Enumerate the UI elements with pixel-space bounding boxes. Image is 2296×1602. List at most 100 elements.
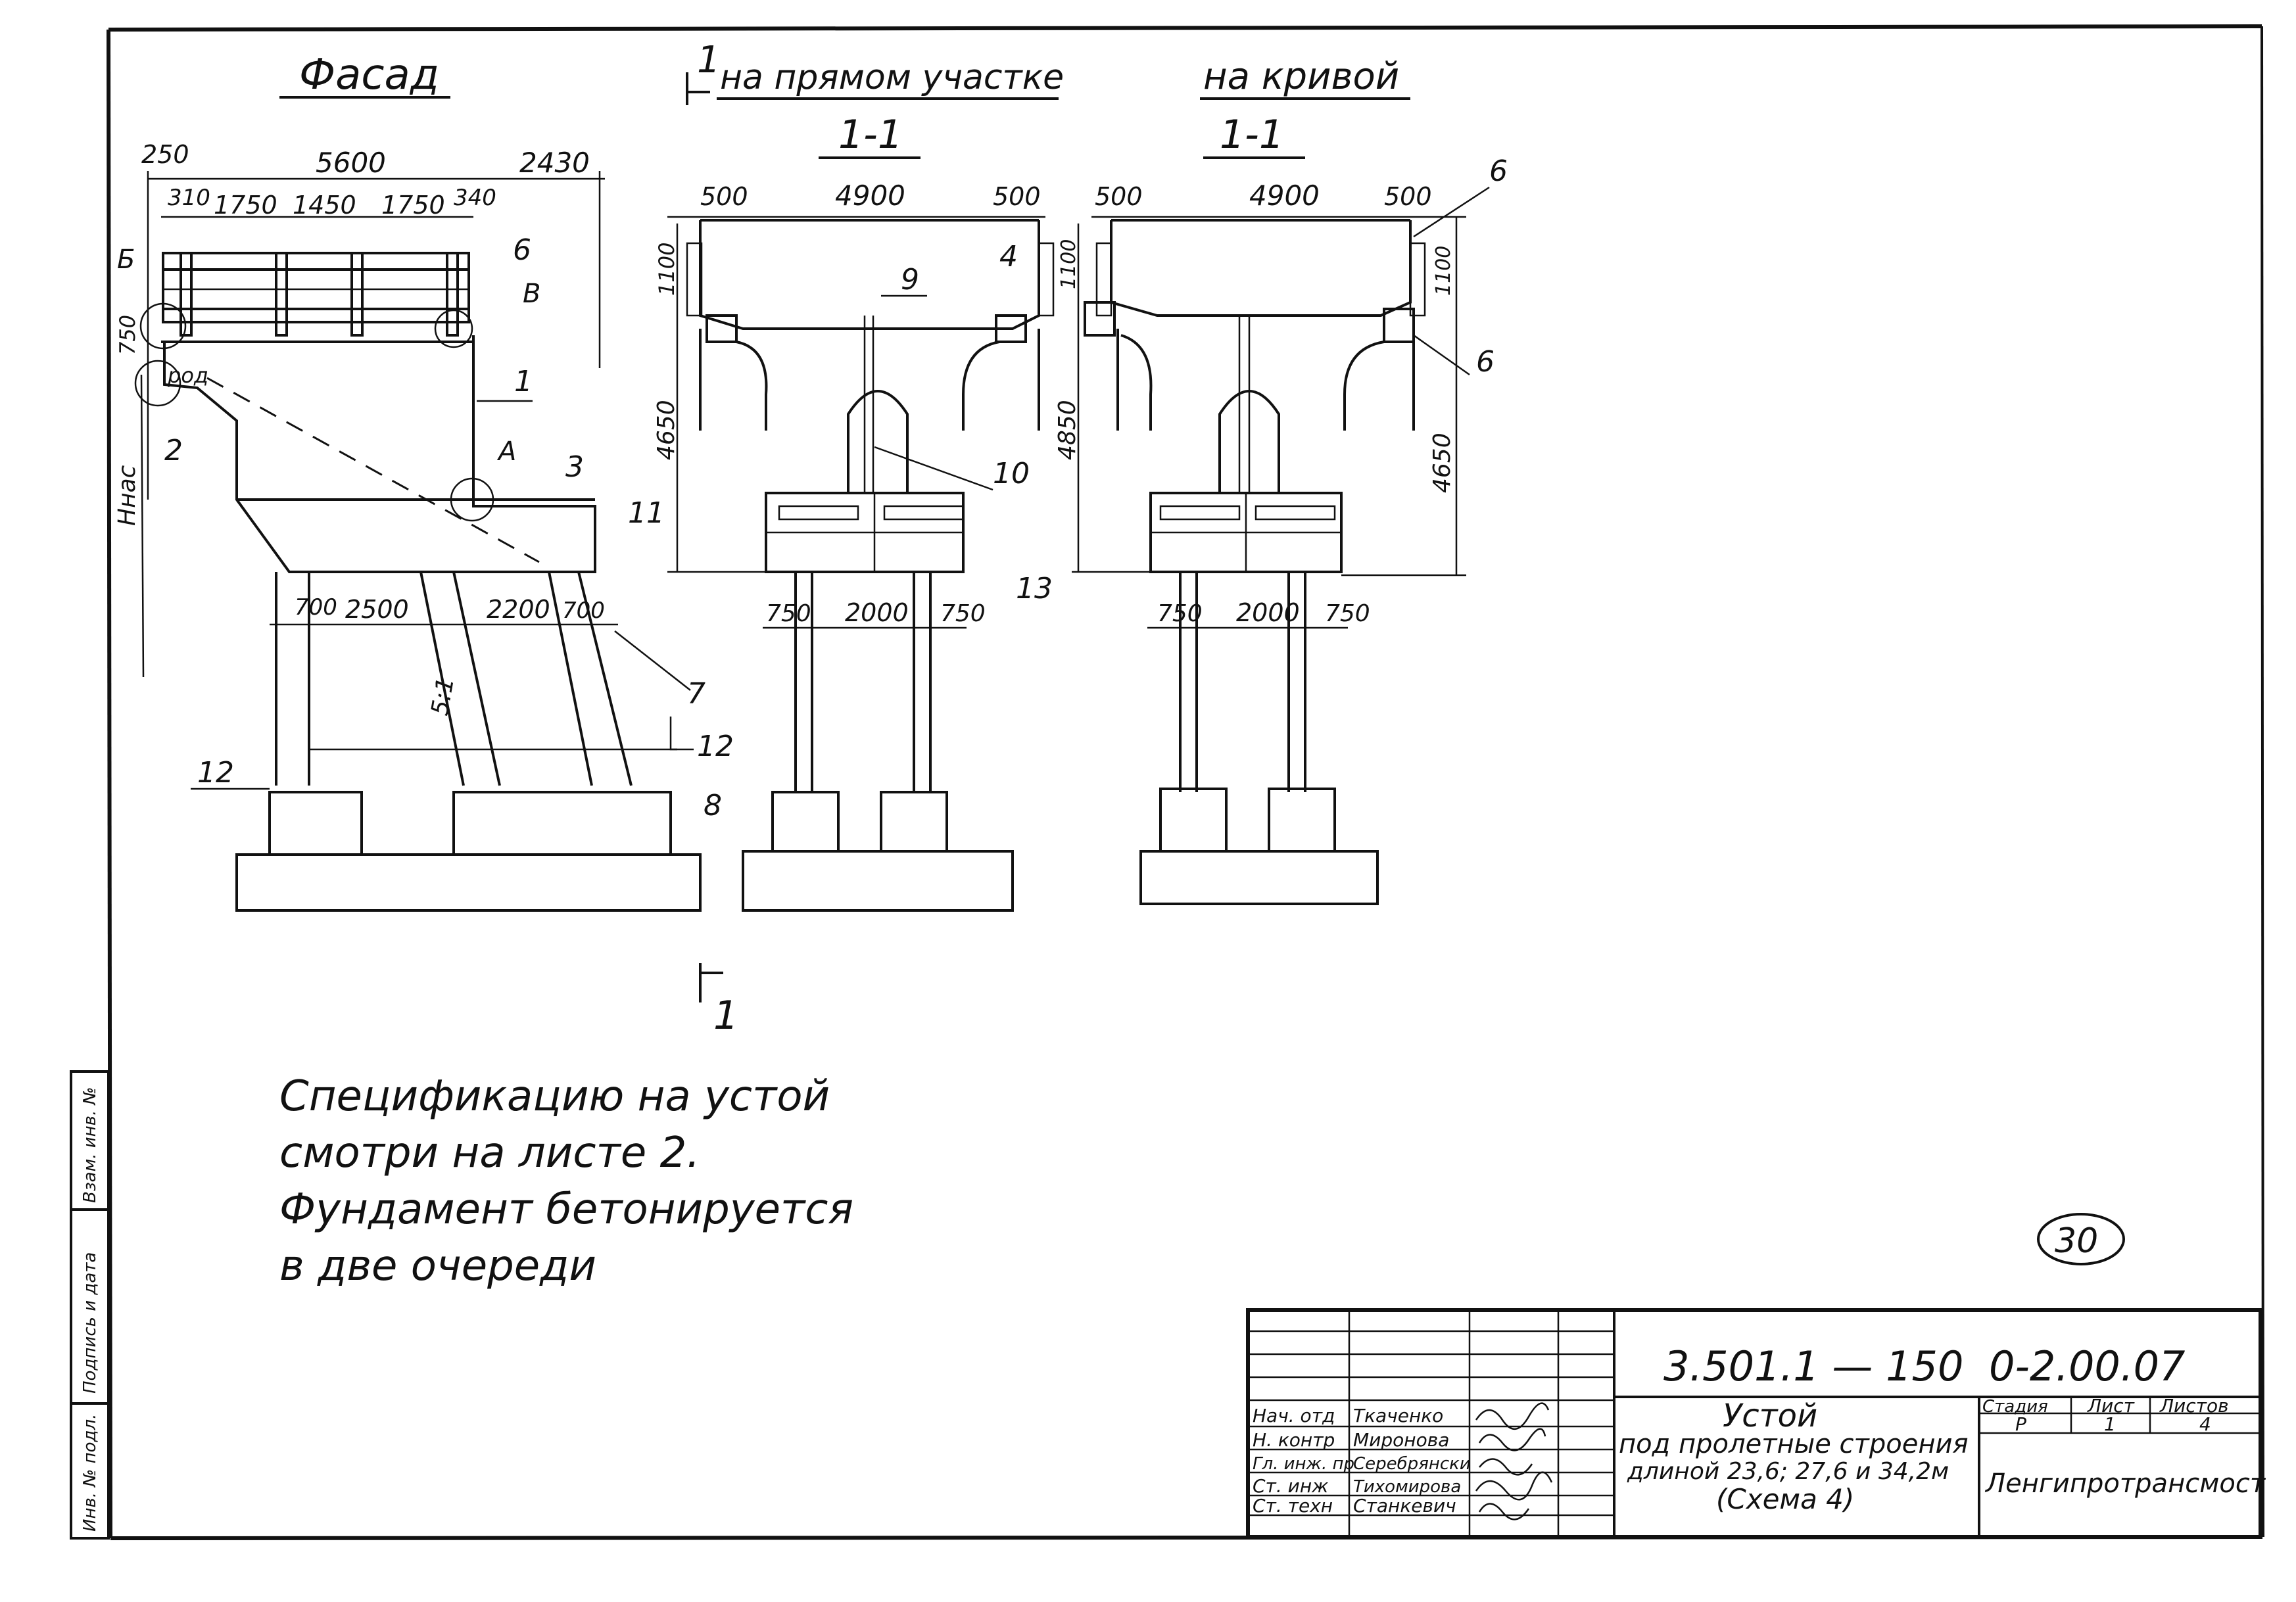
side-strip-replace: Взам. инв. № — [80, 1087, 100, 1203]
curve-dim-500b: 500 — [1384, 182, 1432, 211]
side-strip: Инв. № подл. Подпись и дата Взам. инв. № — [70, 1070, 110, 1540]
sheet-frame — [107, 24, 2264, 1540]
straight-title: на прямом участке — [720, 58, 1064, 97]
facade-view: Фасад 250 5600 2430 310 1750 1450 1750 3… — [114, 51, 734, 912]
stage-value: Р — [2015, 1413, 2026, 1435]
facade-callout-1: 1 — [514, 365, 533, 398]
facade-dim-rod: род — [167, 363, 208, 388]
sheet-header: Лист — [2087, 1395, 2135, 1417]
facade-dim-2500: 2500 — [345, 595, 409, 624]
spec-note-line: Спецификацию на устой — [279, 1072, 830, 1121]
doc-code: 3.501.1 — 150 — [1663, 1342, 1963, 1390]
curve-dim-2000: 2000 — [1236, 598, 1300, 627]
spec-note-line: в две очереди — [279, 1242, 596, 1290]
stamp-role-2: Гл. инж. пр — [1253, 1454, 1354, 1474]
sheet-code: 0-2.00.07 — [1989, 1342, 2185, 1390]
facade-callout-6: 6 — [513, 233, 531, 267]
stamp-role-0: Нач. отд — [1253, 1405, 1335, 1426]
curve-dim-750a: 750 — [1157, 600, 1203, 627]
stamp-role-3: Ст. инж — [1253, 1475, 1328, 1497]
title-line-2: длиной 23,6; 27,6 и 34,2м — [1627, 1458, 1949, 1485]
facade-dim-1750b: 1750 — [381, 191, 445, 220]
curve-dim-4650: 4650 — [1429, 433, 1456, 493]
facade-title: Фасад — [299, 51, 439, 99]
curve-dim-4900: 4900 — [1249, 179, 1320, 212]
straight-section-label: 1-1 — [838, 112, 903, 158]
facade-callout-3: 3 — [565, 450, 584, 484]
title-line-3: (Схема 4) — [1716, 1483, 1854, 1515]
curve-dim-4850: 4850 — [1054, 400, 1081, 460]
stamp-name-0: Ткаченко — [1353, 1405, 1443, 1426]
facade-callout-12b: 12 — [697, 730, 734, 763]
facade-callout-7: 7 — [687, 677, 706, 711]
facade-dim-750: 750 — [115, 315, 140, 355]
facade-dim-310: 310 — [168, 185, 210, 211]
curve-dim-1100-right: 1100 — [1432, 246, 1455, 296]
stamp-name-3: Тихомирова — [1353, 1477, 1461, 1497]
title-line-1: под пролетные строения — [1619, 1429, 1969, 1459]
facade-callout-12a: 12 — [197, 756, 234, 789]
facade-dim-700a: 700 — [295, 594, 337, 621]
straight-dim-750a: 750 — [766, 600, 811, 627]
curve-dim-1100-left: 1100 — [1057, 239, 1080, 289]
straight-dim-4900: 4900 — [835, 179, 905, 212]
facade-dim-2430: 2430 — [519, 147, 590, 179]
curve-dim-500a: 500 — [1095, 182, 1143, 211]
straight-dim-2000: 2000 — [845, 598, 909, 627]
section-curve-view: на кривой 1-1 500 4900 500 1100 4850 110… — [1054, 55, 1508, 905]
facade-letter-b: Б — [117, 245, 135, 275]
spec-note-line: смотри на листе 2. — [279, 1129, 700, 1177]
curve-dim-750b: 750 — [1325, 600, 1370, 627]
curve-title: на кривой — [1203, 55, 1399, 98]
facade-dim-250: 250 — [141, 140, 189, 169]
facade-callout-2: 2 — [164, 434, 183, 467]
title-line-0: Устой — [1723, 1398, 1817, 1434]
side-strip-sign: Подпись и дата — [80, 1252, 100, 1394]
straight-callout-13: 13 — [1016, 572, 1053, 605]
facade-slope: 5:1 — [426, 675, 459, 717]
sheet-value: 1 — [2104, 1413, 2116, 1435]
curve-callout-6-bottom: 6 — [1476, 345, 1495, 379]
curve-section-label: 1-1 — [1220, 112, 1284, 158]
stamp-name-4: Станкевич — [1353, 1495, 1456, 1517]
facade-dim-5600: 5600 — [316, 147, 386, 179]
facade-dim-2200: 2200 — [487, 595, 550, 624]
section-mark-top: 1 — [697, 39, 721, 82]
facade-dim-700b: 700 — [562, 598, 605, 624]
straight-dim-500b: 500 — [993, 182, 1041, 211]
facade-callout-11: 11 — [628, 496, 665, 530]
facade-dim-1750a: 1750 — [214, 191, 277, 220]
straight-dim-4650: 4650 — [653, 400, 680, 460]
straight-callout-10: 10 — [993, 457, 1030, 490]
sheets-value: 4 — [2199, 1413, 2211, 1435]
section-straight-view: 1 на прямом участке 1-1 500 4900 500 — [653, 39, 1064, 1039]
sheet-number-circle: 30 — [2037, 1213, 2125, 1265]
section-mark-bottom: 1 — [713, 993, 738, 1039]
stamp-name-1: Миронова — [1353, 1429, 1449, 1451]
spec-note-line: Фундамент бетонируется — [279, 1185, 853, 1234]
title-block: Нач. отд Н. контр Гл. инж. пр Ст. инж Ст… — [1246, 1308, 2266, 1539]
straight-dim-750b: 750 — [940, 600, 986, 627]
facade-dim-340: 340 — [454, 185, 496, 211]
stage-header: Стадия — [1982, 1397, 2048, 1417]
stamp-name-2: Серебрянски — [1353, 1454, 1471, 1474]
facade-letter-a: А — [496, 436, 516, 467]
facade-callout-8: 8 — [704, 789, 722, 822]
sheets-header: Листов — [2159, 1395, 2229, 1417]
stamp-role-1: Н. контр — [1253, 1429, 1335, 1451]
spec-note: Спецификацию на устой смотри на листе 2.… — [279, 1068, 853, 1294]
circle-number: 30 — [2055, 1221, 2098, 1261]
facade-h-label: Ннас — [114, 465, 141, 526]
stamp-role-4: Ст. техн — [1253, 1495, 1333, 1517]
straight-callout-9: 9 — [901, 263, 919, 296]
straight-callout-4: 4 — [999, 240, 1018, 273]
straight-dim-1100: 1100 — [654, 243, 679, 296]
signatures — [1475, 1402, 1553, 1520]
curve-callout-6-top: 6 — [1489, 154, 1508, 188]
facade-dim-1450: 1450 — [293, 191, 356, 220]
side-strip-inv: Инв. № подл. — [80, 1414, 100, 1532]
straight-dim-500a: 500 — [700, 182, 748, 211]
facade-letter-v: В — [523, 279, 540, 309]
organization: Ленгипротрансмост — [1984, 1469, 2266, 1499]
